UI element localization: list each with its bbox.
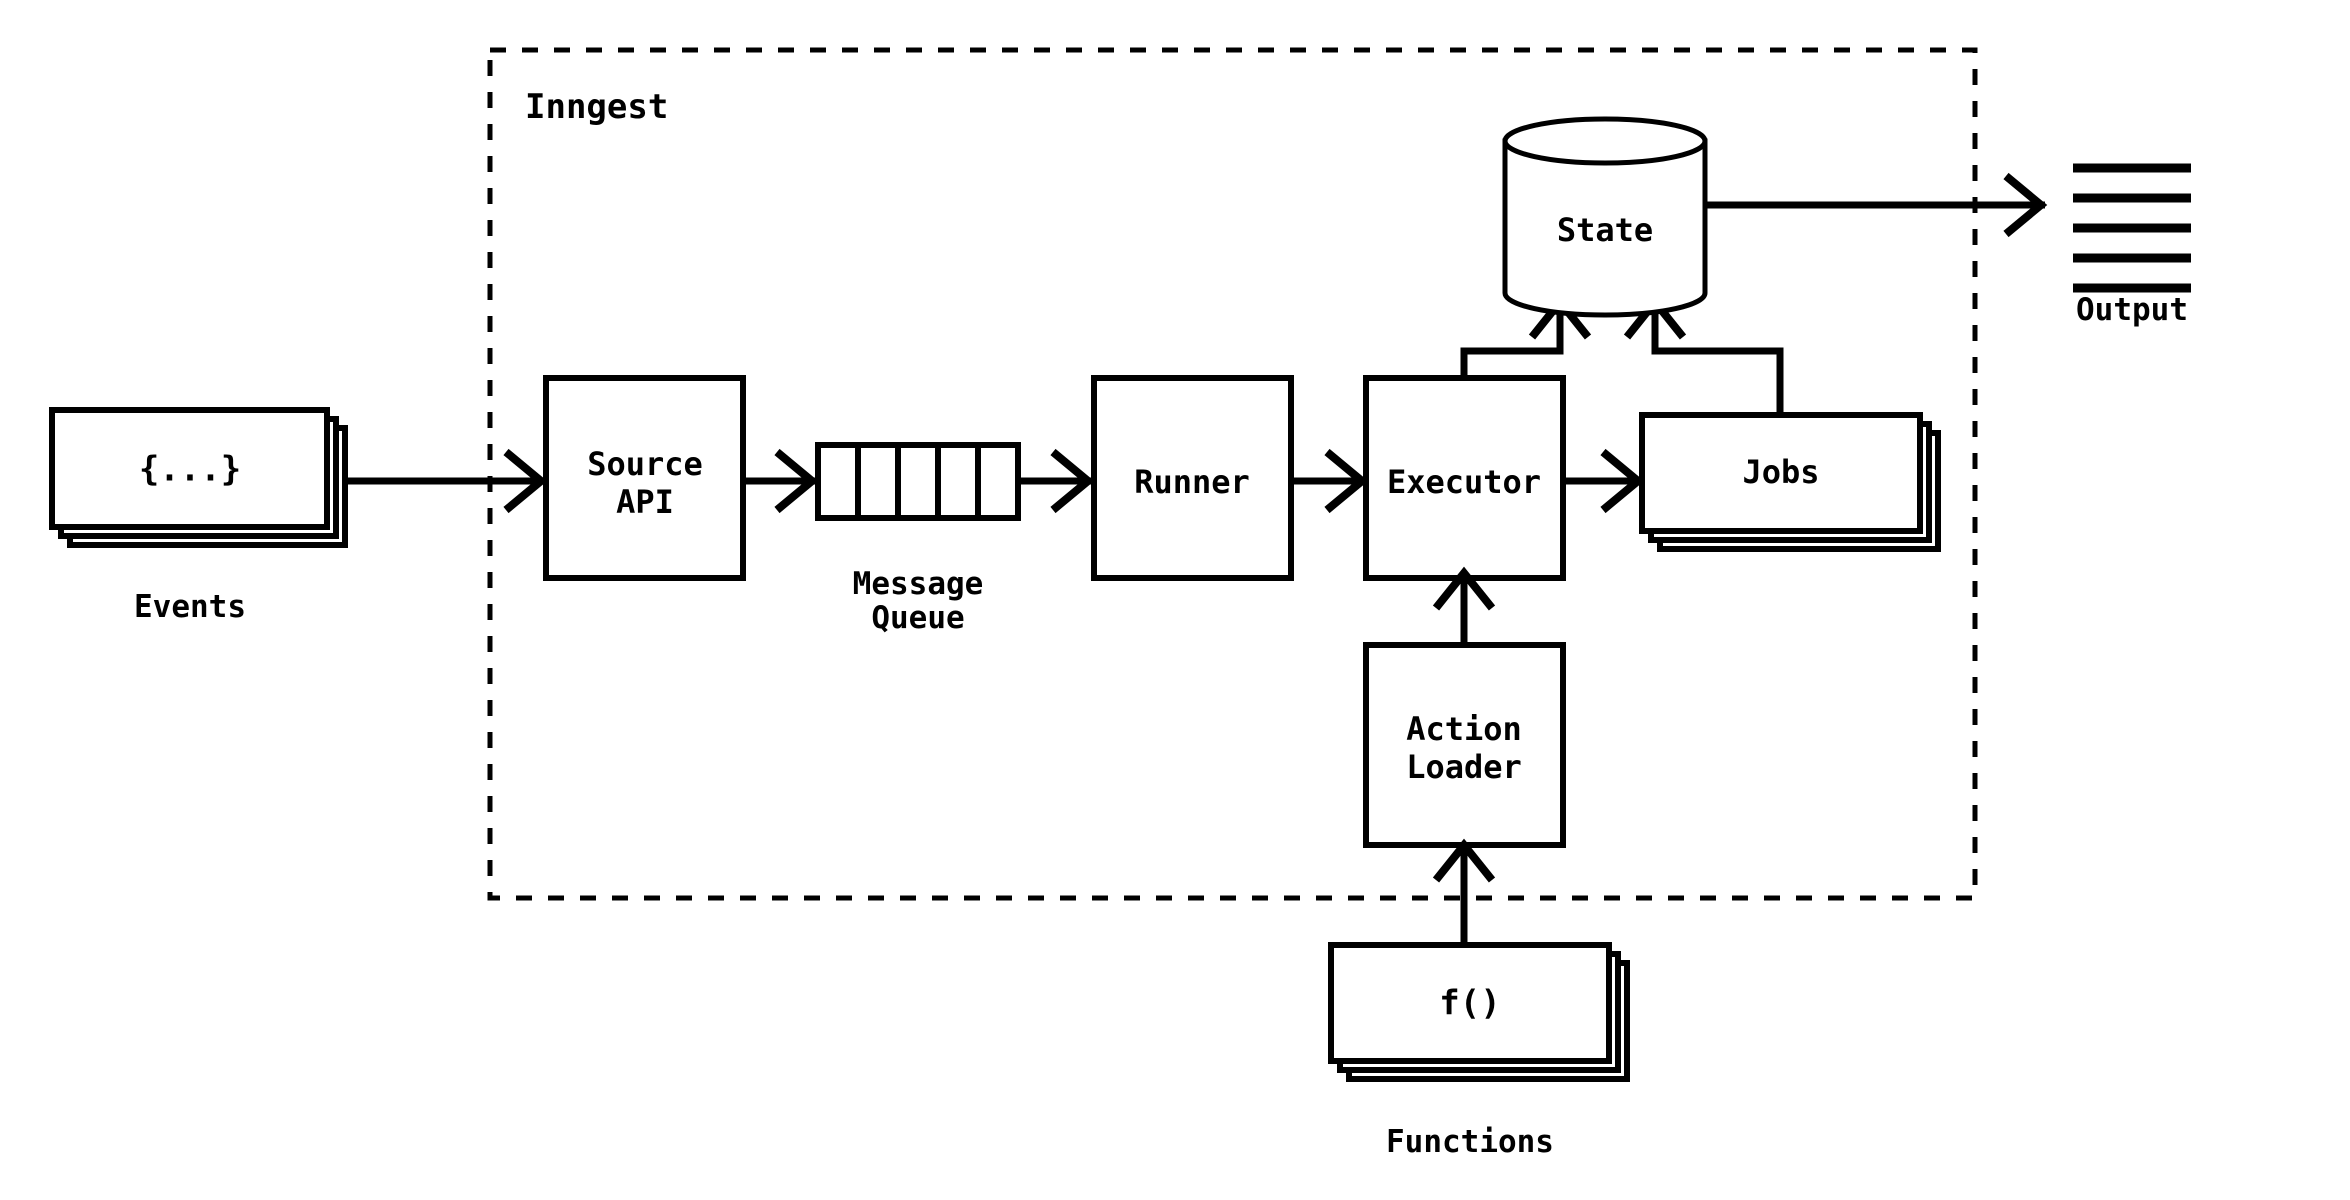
functions-node[interactable]: f() Functions bbox=[1328, 942, 1630, 1160]
arrowhead-icon bbox=[1324, 448, 1369, 514]
jobs-label: Jobs bbox=[1742, 453, 1819, 491]
executor-node[interactable]: Executor bbox=[1363, 375, 1566, 581]
arrowhead-icon bbox=[2003, 172, 2048, 238]
inngest-boundary: Inngest bbox=[487, 47, 1978, 901]
message-queue-box bbox=[815, 442, 1021, 521]
edge-source-api-to-queue bbox=[743, 448, 819, 514]
runner-box bbox=[1091, 375, 1294, 581]
message-queue-caption-line1: Message bbox=[853, 566, 984, 602]
edge-functions-to-action-loader bbox=[1432, 838, 1496, 945]
executor-label: Executor bbox=[1387, 463, 1541, 501]
edge-jobs-to-state bbox=[1623, 295, 1784, 415]
edge-runner-to-executor bbox=[1291, 448, 1369, 514]
inngest-boundary-label: Inngest bbox=[525, 87, 668, 127]
arrowhead-icon bbox=[1600, 448, 1645, 514]
edge-queue-to-runner bbox=[1018, 448, 1095, 514]
events-card-front bbox=[49, 407, 330, 530]
edge-executor-to-jobs bbox=[1563, 448, 1645, 514]
state-node[interactable]: State bbox=[1502, 116, 1708, 318]
functions-card-front bbox=[1328, 942, 1612, 1064]
events-label: {...} bbox=[139, 450, 241, 490]
jobs-card-front bbox=[1639, 412, 1923, 534]
output-lines-icon bbox=[2073, 163, 2191, 293]
events-node[interactable]: {...} Events bbox=[49, 407, 348, 625]
action-loader-label-line2: Loader bbox=[1406, 748, 1522, 786]
arrowhead-icon bbox=[1050, 448, 1095, 514]
arrowhead-icon bbox=[1432, 566, 1496, 611]
edge-state-to-output bbox=[1705, 172, 2048, 238]
source-api-label-line1: Source bbox=[587, 445, 703, 483]
state-cylinder-body bbox=[1502, 138, 1708, 318]
functions-caption: Functions bbox=[1386, 1124, 1554, 1160]
message-queue-caption-line2: Queue bbox=[871, 600, 964, 636]
edge-events-to-source-api bbox=[345, 448, 548, 514]
action-loader-box bbox=[1363, 642, 1566, 848]
source-api-label-line2: API bbox=[616, 483, 674, 521]
functions-label: f() bbox=[1439, 984, 1500, 1024]
arrowhead-icon bbox=[1432, 838, 1496, 883]
source-api-node[interactable]: Source API bbox=[543, 375, 746, 581]
output-node[interactable]: Output bbox=[2073, 163, 2191, 328]
jobs-node[interactable]: Jobs bbox=[1639, 412, 1941, 552]
arrowhead-icon bbox=[774, 448, 819, 514]
state-cylinder-top bbox=[1502, 116, 1708, 166]
inngest-boundary-rect bbox=[487, 47, 1978, 901]
source-api-box bbox=[543, 375, 746, 581]
edge-action-loader-to-executor bbox=[1432, 566, 1496, 645]
action-loader-label-line1: Action bbox=[1406, 710, 1522, 748]
runner-node[interactable]: Runner bbox=[1091, 375, 1294, 581]
events-caption: Events bbox=[134, 589, 246, 625]
state-label: State bbox=[1557, 211, 1653, 249]
output-caption: Output bbox=[2076, 292, 2188, 328]
arrowhead-icon bbox=[503, 448, 548, 514]
runner-label: Runner bbox=[1134, 463, 1250, 501]
message-queue-node[interactable]: Message Queue bbox=[815, 442, 1021, 636]
action-loader-node[interactable]: Action Loader bbox=[1363, 642, 1566, 848]
